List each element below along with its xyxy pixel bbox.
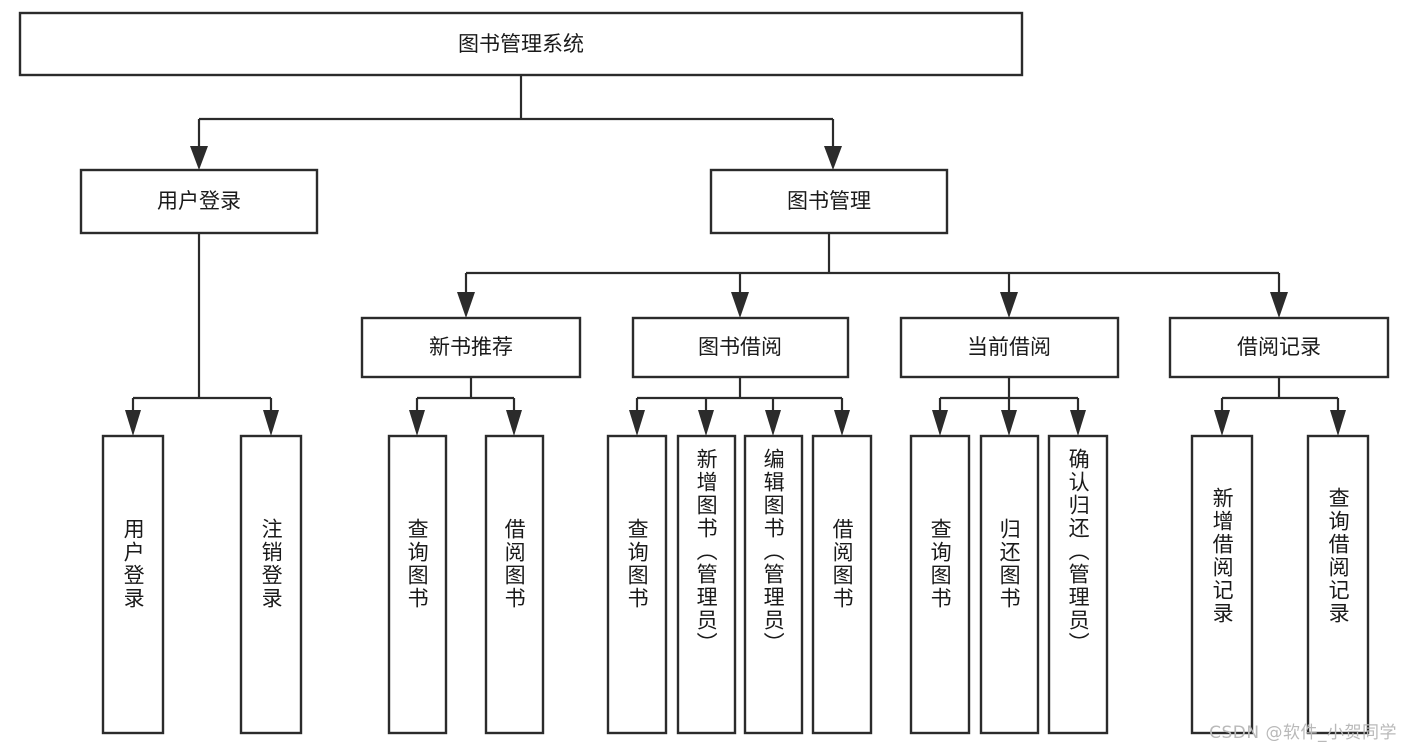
leaf-label-query-record: 查询借阅记录 — [1326, 487, 1351, 625]
leaf-box-borrow-book-2[interactable] — [811, 434, 873, 735]
leaf-box-query-book-1[interactable] — [387, 434, 448, 735]
arrowhead-leaf-logout — [263, 410, 279, 436]
leaf-box-query-book-3[interactable] — [909, 434, 971, 735]
leaf-box-add-book[interactable] — [676, 434, 737, 735]
leaf-label-query-book-2: 查询图书 — [625, 518, 650, 610]
node-borrow-record-label: 借阅记录 — [1237, 335, 1321, 359]
leaf-box-query-book-2[interactable] — [606, 434, 668, 735]
arrowhead-book-manage — [824, 146, 842, 170]
arrowhead-leaf-return-book — [1001, 410, 1017, 436]
arrowhead-borrow-record — [1270, 292, 1288, 318]
leaf-label-query-book-3: 查询图书 — [928, 518, 953, 610]
arrowhead-current-borrow — [1000, 292, 1018, 318]
connectors-new-book-to-leaves — [409, 377, 522, 436]
connectors-book-borrow-to-leaves — [629, 377, 850, 436]
connectors-user-login-to-leaves — [125, 233, 279, 436]
leaf-box-edit-book[interactable] — [743, 434, 804, 735]
arrowhead-leaf-query-book-2 — [629, 410, 645, 436]
connectors-root-to-level2 — [190, 75, 842, 170]
leaf-label-borrow-book-1: 借阅图书 — [502, 518, 527, 610]
leaf-label-logout: 注销登录 — [259, 518, 284, 610]
node-new-book-label: 新书推荐 — [429, 335, 513, 359]
arrowhead-book-borrow — [731, 292, 749, 318]
node-book-manage-box[interactable] — [709, 168, 949, 235]
arrowhead-leaf-add-record — [1214, 410, 1230, 436]
leaf-label-return-book: 归还图书 — [997, 518, 1022, 610]
node-new-book-box[interactable] — [360, 316, 582, 379]
node-user-login-box[interactable] — [79, 168, 319, 235]
node-root-box[interactable] — [18, 11, 1024, 77]
arrowhead-leaf-borrow-book-2 — [834, 410, 850, 436]
arrowhead-leaf-user-login — [125, 410, 141, 436]
node-current-borrow-label: 当前借阅 — [967, 335, 1051, 359]
leaf-box-borrow-book-1[interactable] — [484, 434, 545, 735]
connectors-current-borrow-to-leaves — [932, 377, 1086, 436]
leaf-box-return-book[interactable] — [979, 434, 1040, 735]
leaf-box-query-record[interactable] — [1306, 434, 1370, 735]
node-book-borrow-label: 图书借阅 — [698, 335, 782, 359]
arrowhead-leaf-query-book-3 — [932, 410, 948, 436]
arrowhead-user-login — [190, 146, 208, 170]
leaf-label-edit-book: 编辑图书（管理员） — [761, 448, 786, 655]
leaf-label-confirm-return: 确认归还（管理员） — [1066, 448, 1091, 655]
arrowhead-leaf-edit-book — [765, 410, 781, 436]
leaf-label-add-book: 新增图书（管理员） — [694, 448, 719, 655]
leaf-label-borrow-book-2: 借阅图书 — [830, 518, 855, 610]
leaf-box-confirm-return[interactable] — [1047, 434, 1109, 735]
node-book-manage-label: 图书管理 — [787, 189, 871, 213]
node-current-borrow-box[interactable] — [899, 316, 1120, 379]
arrowhead-leaf-confirm-return — [1070, 410, 1086, 436]
node-user-login-label: 用户登录 — [157, 189, 241, 213]
leaf-label-add-record: 新增借阅记录 — [1210, 487, 1235, 625]
node-borrow-record-box[interactable] — [1168, 316, 1390, 379]
leaf-box-user-login[interactable] — [101, 434, 165, 735]
leaf-box-logout[interactable] — [239, 434, 303, 735]
connectors-book-manage-to-level3 — [457, 233, 1288, 318]
arrowhead-leaf-borrow-book-1 — [506, 410, 522, 436]
arrowhead-leaf-query-book-1 — [409, 410, 425, 436]
arrowhead-leaf-add-book — [698, 410, 714, 436]
leaf-label-user-login: 用户登录 — [121, 518, 146, 610]
node-book-borrow-box[interactable] — [631, 316, 850, 379]
leaf-box-add-record[interactable] — [1190, 434, 1254, 735]
node-root-label: 图书管理系统 — [458, 32, 584, 56]
arrowhead-new-book — [457, 292, 475, 318]
arrowhead-leaf-query-record — [1330, 410, 1346, 436]
connectors-borrow-record-to-leaves — [1214, 377, 1346, 436]
leaf-label-query-book-1: 查询图书 — [405, 518, 430, 610]
